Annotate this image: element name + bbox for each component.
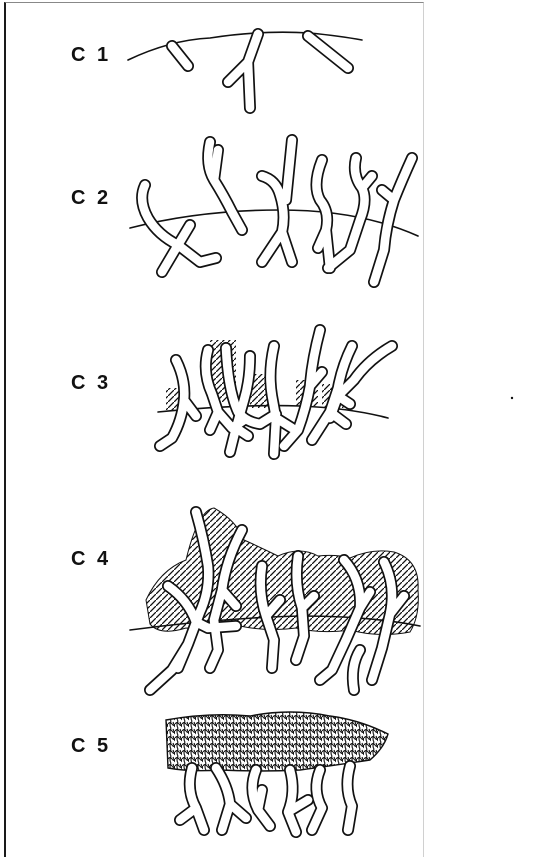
c5-stippled-band (166, 712, 388, 771)
c2-surface-line (130, 210, 418, 236)
c5-capillary-loops (180, 766, 352, 832)
c1-capillary-loops (172, 34, 348, 108)
stage-c5-drawing (166, 712, 388, 832)
stage-c3-drawing (158, 330, 392, 454)
stage-c4-drawing (130, 508, 420, 690)
speck (511, 397, 513, 399)
stage-c2-drawing (130, 140, 418, 282)
c2-capillary-loops (142, 140, 412, 282)
stage-c1-drawing (128, 32, 362, 108)
c4-capillary-loops (150, 512, 404, 690)
c3-capillary-loops (160, 330, 392, 454)
